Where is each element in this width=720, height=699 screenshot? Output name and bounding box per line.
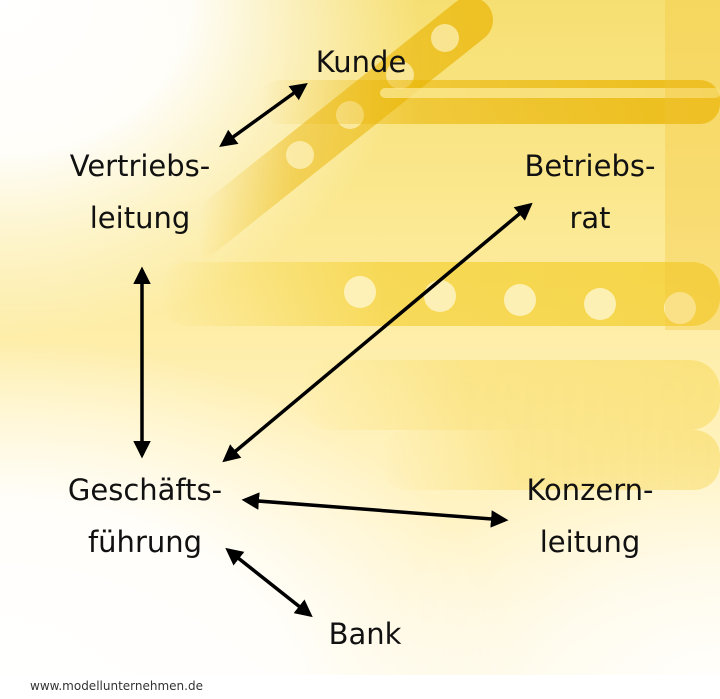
footer-url: www.modellunternehmen.de: [30, 679, 203, 693]
node-geschaeftsfuehrung: Geschäfts- führung: [50, 464, 240, 568]
relationship-arrows: [133, 82, 533, 618]
node-vertriebsleitung: Vertriebs- leitung: [50, 140, 230, 244]
node-vertriebsleitung-line1: Vertriebs-: [69, 149, 211, 183]
node-bank-label: Bank: [328, 617, 402, 651]
node-vertriebsleitung-line2: leitung: [89, 201, 191, 235]
arrow-geschaeftsfuehrung-bank: [225, 547, 313, 618]
node-geschaeftsfuehrung-line1: Geschäfts-: [67, 473, 223, 507]
arrow-vertriebsleitung-kunde: [219, 82, 308, 148]
node-konzernleitung-line2: leitung: [539, 525, 641, 559]
chain-horizontal-top: [260, 80, 720, 124]
arrow-geschaeftsfuehrung-betriebsrat: [222, 202, 533, 463]
node-kunde: Kunde: [306, 36, 416, 88]
arrow-geschaeftsfuehrung-konzernleitung: [241, 492, 509, 528]
node-betriebsrat: Betriebs- rat: [505, 140, 675, 244]
node-konzernleitung-line1: Konzern-: [526, 473, 654, 507]
diagram-panel: Kunde Vertriebs- leitung Betriebs- rat G…: [0, 0, 720, 675]
background-band: [665, 0, 720, 330]
node-kunde-label: Kunde: [315, 45, 407, 79]
node-betriebsrat-line2: rat: [569, 201, 611, 235]
node-geschaeftsfuehrung-line2: führung: [87, 525, 203, 559]
node-bank: Bank: [310, 608, 420, 660]
node-betriebsrat-line1: Betriebs-: [524, 149, 656, 183]
node-konzernleitung: Konzern- leitung: [505, 464, 675, 568]
